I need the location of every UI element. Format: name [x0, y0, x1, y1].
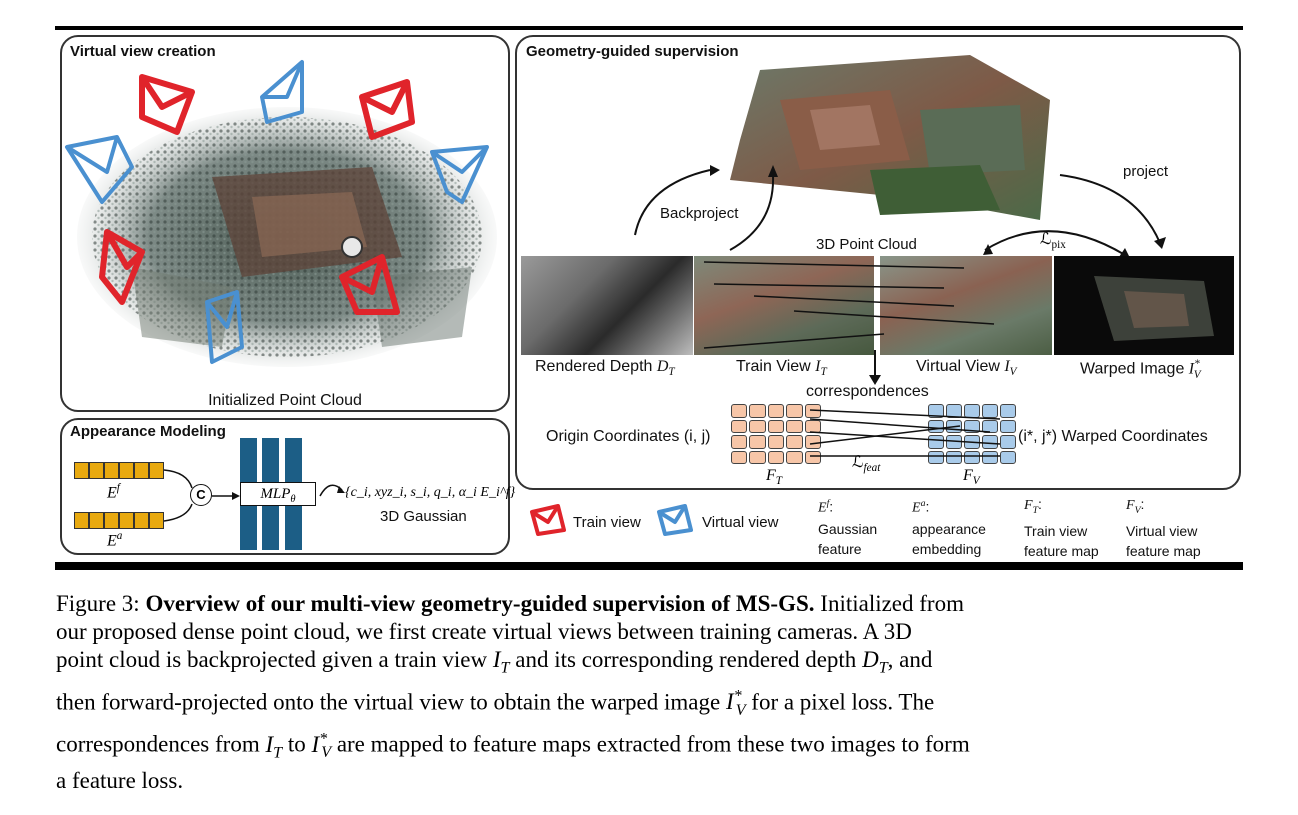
- embedding-ef-label: Ef: [107, 482, 120, 502]
- backproject-label: Backproject: [660, 205, 739, 222]
- fv-label: FV: [963, 467, 980, 488]
- virtual-view-frustum: [260, 60, 304, 124]
- caption-line-5: correspondences from IT to I*V are mappe…: [56, 729, 970, 762]
- legend-item-ef: Ef: Gaussian feature: [818, 498, 878, 557]
- panel-title: Appearance Modeling: [70, 423, 226, 440]
- geometry-arrows: [634, 165, 1166, 385]
- virtual-view-image: [880, 256, 1052, 355]
- virtual-view-frustum: [430, 145, 489, 204]
- embedding-ea: [74, 512, 164, 529]
- train-view-frustum: [359, 79, 415, 140]
- ft-label: FT: [766, 467, 783, 488]
- gaussian-label: 3D Gaussian: [380, 508, 467, 525]
- legend-train-view: Train view: [573, 514, 641, 531]
- gaussian-params: {c_i, xyz_i, s_i, q_i, α_i E_i^f}: [345, 485, 516, 500]
- caption-line-6: a feature loss.: [56, 768, 184, 794]
- concat-icon: C: [190, 484, 212, 506]
- origin-coordinates-label: Origin Coordinates (i, j): [546, 428, 711, 445]
- legend-item-fv: FV: Virtual view feature map: [1126, 496, 1201, 559]
- correspondences-label: correspondences: [806, 383, 929, 400]
- train-view-frustum: [139, 74, 195, 135]
- feature-map-virtual: [928, 404, 1016, 464]
- caption-line-2: our proposed dense point cloud, we first…: [56, 619, 912, 644]
- virtual-view-icon: [657, 504, 693, 536]
- warped-coordinates-label: (i*, j*) Warped Coordinates: [1018, 428, 1208, 445]
- caption-line-3: point cloud is backprojected given a tra…: [56, 647, 933, 677]
- figure-caption: Figure 3: Overview of our multi-view geo…: [56, 590, 1246, 795]
- rendered-depth-image: [521, 256, 693, 355]
- bottom-rule: [55, 562, 1243, 570]
- project-label: project: [1123, 163, 1169, 180]
- panel-title: Virtual view creation: [70, 43, 216, 60]
- virtual-view-frustum: [205, 290, 244, 364]
- feature-correspondence-arrows: [809, 409, 1001, 457]
- appearance-modeling-panel: Appearance Modeling Ef Ea: [60, 418, 515, 555]
- legend-item-ea: Ea: appearance embedding: [912, 498, 986, 557]
- warped-image-label: Warped Image I*V: [1080, 358, 1201, 381]
- embedding-ea-label: Ea: [107, 530, 123, 550]
- train-view-frustum: [99, 229, 145, 305]
- virtual-view-frustum: [65, 135, 134, 204]
- virtual-view-creation-panel: Virtual view creation Initialized Point …: [60, 35, 510, 412]
- legend-item-ft: FT: Train view feature map: [1024, 496, 1099, 559]
- legend-virtual-view: Virtual view: [702, 514, 779, 531]
- mlp-block: MLPθ: [240, 438, 316, 550]
- appearance-connectors: [163, 469, 345, 522]
- train-view-image: [694, 256, 874, 355]
- train-view-frustum: [339, 254, 400, 315]
- virtual-view-label: Virtual View IV: [916, 358, 1017, 379]
- initialized-point-cloud-image: [72, 87, 502, 387]
- 3d-point-cloud-image: [720, 50, 1050, 245]
- rendered-depth-label: Rendered Depth DT: [535, 358, 675, 379]
- feature-loss-label: ℒfeat: [852, 454, 881, 475]
- point-cloud-label: 3D Point Cloud: [816, 236, 917, 253]
- figure-3: Virtual view creation Initialized Point …: [55, 26, 1243, 570]
- top-rule: [55, 26, 1243, 30]
- embedding-ef: [74, 462, 164, 479]
- caption-line-1: Figure 3: Overview of our multi-view geo…: [56, 591, 964, 616]
- train-view-icon: [530, 504, 566, 536]
- pixel-loss-label: ℒpix: [1040, 231, 1066, 252]
- panel-title: Geometry-guided supervision: [526, 43, 739, 60]
- caption-line-4: then forward-projected onto the virtual …: [56, 687, 935, 719]
- initialized-point-cloud-label: Initialized Point Cloud: [208, 392, 362, 409]
- correspondence-arrows: [703, 261, 995, 349]
- train-view-label: Train View IT: [736, 358, 827, 379]
- feature-map-train: [731, 404, 821, 464]
- warped-image: [1054, 256, 1234, 355]
- camera-frustums: [65, 60, 489, 364]
